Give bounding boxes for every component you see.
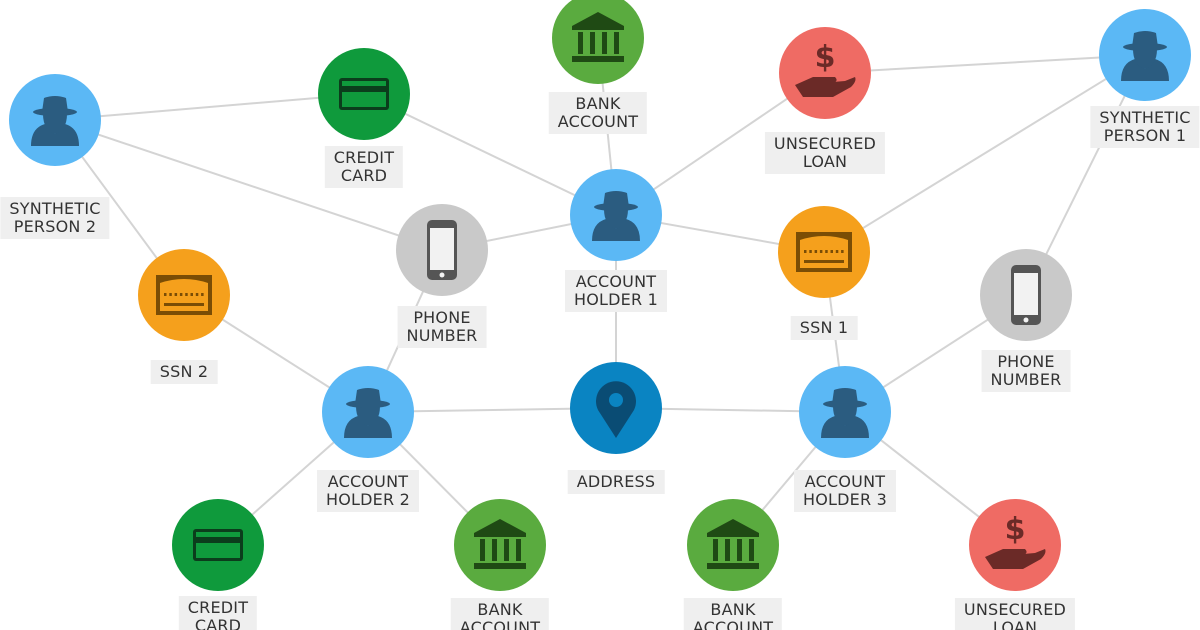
spy-icon <box>344 388 392 438</box>
phone-icon <box>427 220 457 280</box>
node-ssn2[interactable] <box>138 249 230 341</box>
node-label-cc1: CREDIT CARD <box>324 146 404 188</box>
svg-text:$: $ <box>1005 512 1026 547</box>
spy-icon <box>31 96 79 146</box>
node-label-bank1: BANK ACCOUNT <box>548 92 648 134</box>
node-cc1[interactable] <box>318 48 410 140</box>
loan-node-circle <box>779 27 871 119</box>
node-label-ph1: PHONE NUMBER <box>397 306 487 348</box>
node-label-bank2: BANK ACCOUNT <box>450 598 550 630</box>
ssn-card-icon <box>156 275 212 315</box>
node-label-ah1: ACCOUNT HOLDER 1 <box>565 270 667 312</box>
edge-ul1-sp1 <box>824 54 1146 74</box>
map-pin-icon <box>596 381 636 438</box>
node-label-ul2: UNSECURED LOAN <box>954 598 1076 630</box>
loan-node-circle <box>969 499 1061 591</box>
credit-card-icon <box>339 78 389 110</box>
bank-node-circle <box>454 499 546 591</box>
dollar-hand-icon: $ <box>795 40 856 97</box>
node-label-sp1: SYNTHETIC PERSON 1 <box>1090 106 1200 148</box>
node-label-sp2: SYNTHETIC PERSON 2 <box>0 197 110 239</box>
spy-icon <box>592 191 640 241</box>
phone-icon <box>1011 265 1041 325</box>
node-bank2[interactable] <box>454 499 546 591</box>
node-label-ph2: PHONE NUMBER <box>981 350 1071 392</box>
spy-icon <box>821 388 869 438</box>
ssn-card-icon <box>796 232 852 272</box>
bank-icon <box>707 519 759 569</box>
dollar-hand-icon: $ <box>985 512 1046 569</box>
node-ah3[interactable] <box>799 366 891 458</box>
node-label-bank3: BANK ACCOUNT <box>683 598 783 630</box>
node-ah1[interactable] <box>570 169 662 261</box>
bank-node-circle <box>552 0 644 84</box>
node-ul1[interactable]: $ <box>779 27 871 119</box>
edge-sp1-ssn1 <box>823 54 1146 253</box>
node-bank1[interactable] <box>552 0 644 84</box>
node-ul2[interactable]: $ <box>969 499 1061 591</box>
svg-text:$: $ <box>815 40 836 75</box>
node-label-cc2: CREDIT CARD <box>178 596 258 630</box>
bank-icon <box>474 519 526 569</box>
node-label-ah3: ACCOUNT HOLDER 3 <box>794 470 896 512</box>
node-label-ul1: UNSECURED LOAN <box>764 132 886 174</box>
node-sp1[interactable] <box>1099 9 1191 101</box>
edge-sp2-ph1 <box>54 119 443 251</box>
credit-card-icon <box>193 529 243 561</box>
node-ah2[interactable] <box>322 366 414 458</box>
bank-icon <box>572 12 624 62</box>
node-bank3[interactable] <box>687 499 779 591</box>
node-sp2[interactable] <box>9 74 101 166</box>
node-label-ssn2: SSN 2 <box>150 360 218 384</box>
node-addr[interactable] <box>570 362 662 454</box>
edge-sp2-cc1 <box>54 93 365 121</box>
bank-node-circle <box>687 499 779 591</box>
edge-cc1-ah1 <box>363 93 617 216</box>
spy-icon <box>1121 31 1169 81</box>
node-cc2[interactable] <box>172 499 264 591</box>
node-ssn1[interactable] <box>778 206 870 298</box>
node-label-addr: ADDRESS <box>567 470 665 494</box>
node-ph1[interactable] <box>396 204 488 296</box>
node-label-ah2: ACCOUNT HOLDER 2 <box>317 470 419 512</box>
node-ph2[interactable] <box>980 249 1072 341</box>
node-label-ssn1: SSN 1 <box>790 316 858 340</box>
